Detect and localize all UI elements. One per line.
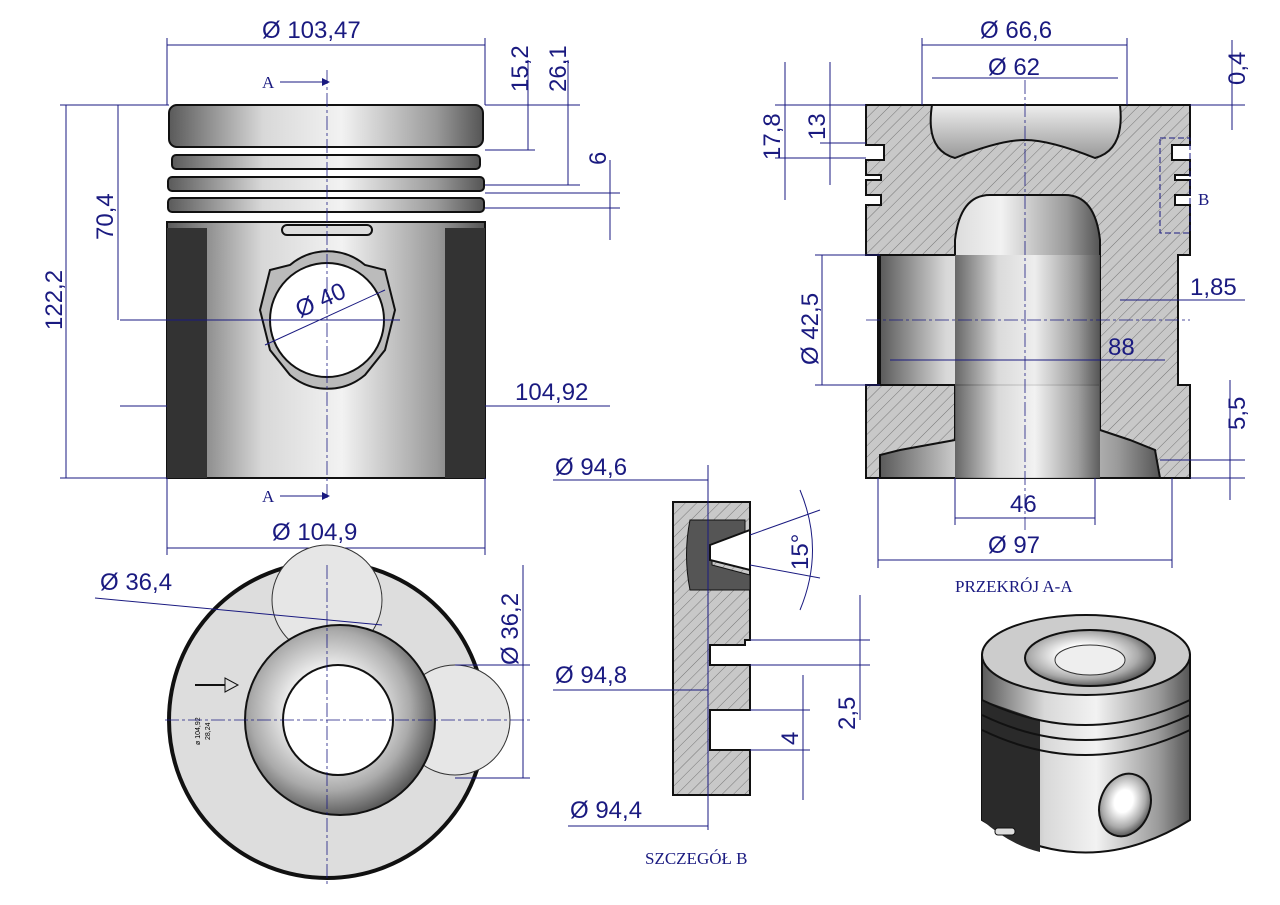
dim-122-2: 122,2 [41,270,68,330]
dim-13: 13 [804,113,831,140]
dim-94-8: Ø 94,8 [555,662,627,689]
section-aa-title: PRZEKRÓJ A-A [955,577,1073,596]
dim-94-4: Ø 94,4 [570,797,642,824]
section-aa: B Ø 66,6 Ø 62 0,4 17,8 13 1,85 Ø 42,5 88… [759,17,1251,596]
dim-2-5: 2,5 [834,697,861,730]
dim-62: Ø 62 [988,54,1040,81]
dim-88: 88 [1108,334,1135,361]
dim-66-6: Ø 66,6 [980,17,1052,44]
dim-70-4: 70,4 [92,193,119,240]
dim-46: 46 [1010,491,1037,518]
engraving-1: ø 104,92 [195,717,202,745]
section-bowl [929,104,1122,160]
skirt-side-right [445,228,485,478]
ring-land-2 [167,176,485,192]
dim-103-47: Ø 103,47 [262,17,361,44]
detail-mark-b: B [1198,190,1209,209]
dim-0-4: 0,4 [1224,52,1251,85]
dim-94-6: Ø 94,6 [555,454,627,481]
dim-36-2: Ø 36,2 [497,593,524,665]
section-mark-a-top: A [262,73,275,92]
detail-b-title: SZCZEGÓŁ B [645,849,747,868]
dim-5-5: 5,5 [1224,397,1251,430]
dim-104-9: Ø 104,9 [272,519,357,546]
dim-4: 4 [777,732,804,745]
dim-42-5: Ø 42,5 [797,293,824,365]
dim-97: Ø 97 [988,532,1040,559]
dim-1-85: 1,85 [1190,274,1237,301]
piston-crown [168,104,484,148]
ring-land-1 [171,154,481,170]
dim-angle-15: 15° [787,534,814,570]
dim-6: 6 [585,152,612,165]
bottom-view: ø 104,92 28,24 Ø 36,4 Ø 36,2 [94,544,530,885]
front-view [120,70,486,500]
dim-104-92: 104,92 [515,379,588,406]
dim-15-2: 15,2 [507,45,534,92]
section-mark-a-bottom: A [262,487,275,506]
skirt-side-left [167,228,207,478]
dim-17-8: 17,8 [759,113,786,160]
dim-26-1: 26,1 [545,45,572,92]
ring-land-3 [167,197,485,213]
detail-b: Ø 94,6 Ø 94,8 Ø 94,4 15° 2,5 4 SZCZEGÓŁ … [553,454,870,868]
isometric-view [981,614,1191,854]
engraving-2: 28,24 [205,722,212,740]
dim-36-4: Ø 36,4 [100,569,172,596]
